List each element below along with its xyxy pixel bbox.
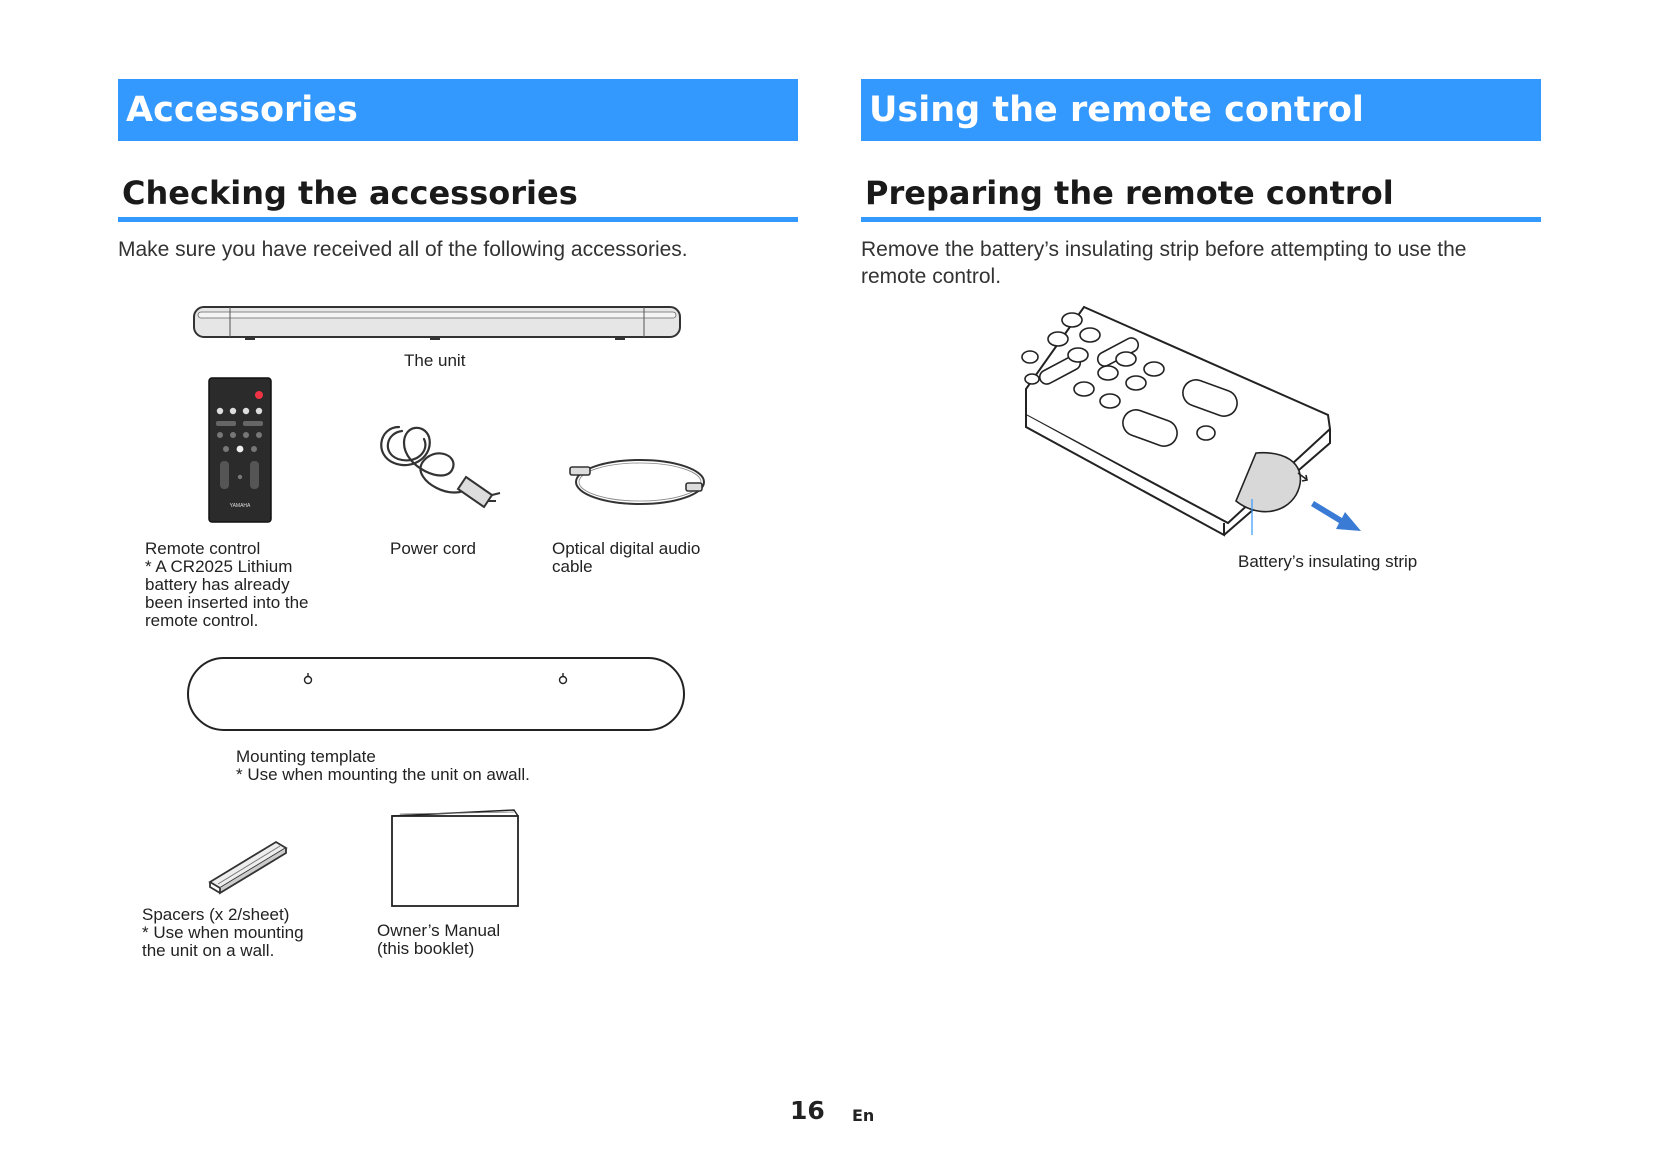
manual-caption-line: Owner’s Manual bbox=[377, 921, 501, 940]
owners-manual-caption: Owner’s Manual (this booklet) bbox=[377, 922, 500, 958]
remote-intro-line: remote control. bbox=[861, 265, 1002, 288]
checking-accessories-heading: Checking the accessories bbox=[118, 166, 798, 222]
remote-caption-line: been inserted into the bbox=[145, 593, 309, 612]
remote-caption-line: * A CR2025 Lithium bbox=[145, 557, 293, 576]
owners-manual-illustration bbox=[391, 809, 519, 907]
insulating-strip-caption: Battery’s insulating strip bbox=[1238, 552, 1418, 571]
remote-caption: Remote control * A CR2025 Lithium batter… bbox=[145, 540, 309, 630]
remote-caption-line: Remote control bbox=[145, 539, 261, 558]
optical-caption-line: cable bbox=[552, 557, 593, 576]
spacers-caption-line: Spacers (x 2/sheet) bbox=[142, 905, 290, 924]
manual-caption-line: (this booklet) bbox=[377, 939, 475, 958]
power-cord-illustration bbox=[380, 425, 501, 509]
unit-caption: The unit bbox=[404, 351, 466, 370]
mounting-template-illustration bbox=[187, 657, 685, 731]
template-caption-line: Mounting template bbox=[236, 747, 376, 766]
page-language: En bbox=[852, 1106, 875, 1125]
preparing-remote-heading: Preparing the remote control bbox=[861, 166, 1541, 222]
remote-intro-line: Remove the battery’s insulating strip be… bbox=[861, 238, 1467, 261]
optical-caption-line: Optical digital audio bbox=[552, 539, 701, 558]
accessories-intro: Make sure you have received all of the f… bbox=[118, 238, 688, 261]
mounting-template-caption: Mounting template * Use when mounting th… bbox=[236, 748, 530, 784]
spacers-caption-line: * Use when mounting bbox=[142, 923, 304, 942]
using-remote-banner: Using the remote control bbox=[861, 79, 1541, 141]
remote-caption-line: battery has already bbox=[145, 575, 290, 594]
accessories-banner: Accessories bbox=[118, 79, 798, 141]
soundbar-unit-illustration bbox=[193, 306, 681, 340]
remote-intro: Remove the battery’s insulating strip be… bbox=[861, 236, 1551, 290]
remote-control-illustration: YAMAHA bbox=[208, 377, 272, 523]
remote-caption-line: remote control. bbox=[145, 611, 259, 630]
power-cord-caption: Power cord bbox=[390, 539, 476, 558]
page-number: 16 bbox=[790, 1096, 825, 1125]
optical-cable-illustration bbox=[569, 459, 705, 505]
remote-battery-strip-illustration bbox=[1021, 305, 1361, 537]
spacers-illustration bbox=[208, 840, 288, 895]
remote-brand-logo: YAMAHA bbox=[230, 503, 251, 509]
optical-cable-caption: Optical digital audio cable bbox=[552, 540, 700, 576]
spacers-caption: Spacers (x 2/sheet) * Use when mounting … bbox=[142, 906, 304, 960]
spacers-caption-line: the unit on a wall. bbox=[142, 941, 275, 960]
template-caption-line: * Use when mounting the unit on awall. bbox=[236, 765, 530, 784]
